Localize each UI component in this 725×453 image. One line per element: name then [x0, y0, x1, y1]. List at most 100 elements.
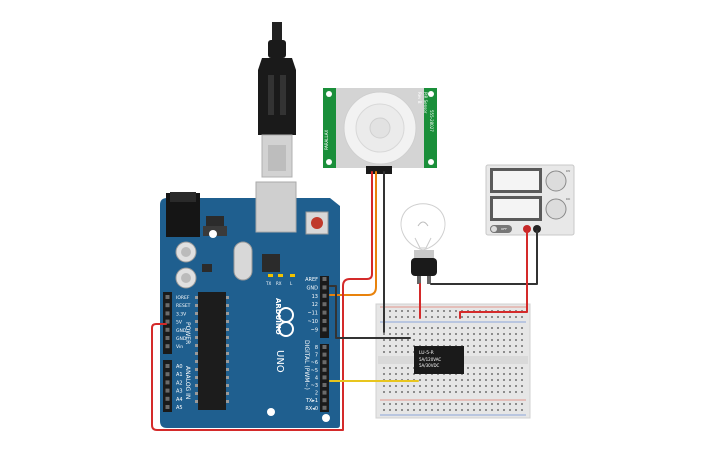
breadboard-hole[interactable]	[407, 409, 409, 411]
header-pin[interactable]	[165, 319, 170, 324]
breadboard-hole[interactable]	[473, 403, 475, 405]
breadboard-hole[interactable]	[455, 379, 457, 381]
breadboard-hole[interactable]	[467, 373, 469, 375]
breadboard-hole[interactable]	[509, 316, 511, 318]
header-pin[interactable]	[322, 327, 327, 332]
breadboard-hole[interactable]	[413, 339, 415, 341]
breadboard-hole[interactable]	[425, 403, 427, 405]
breadboard-hole[interactable]	[389, 310, 391, 312]
breadboard-hole[interactable]	[467, 403, 469, 405]
breadboard-hole[interactable]	[497, 409, 499, 411]
breadboard-hole[interactable]	[509, 373, 511, 375]
breadboard-hole[interactable]	[413, 391, 415, 393]
breadboard-hole[interactable]	[521, 333, 523, 335]
breadboard-hole[interactable]	[443, 316, 445, 318]
breadboard-hole[interactable]	[515, 409, 517, 411]
breadboard-hole[interactable]	[473, 385, 475, 387]
breadboard-hole[interactable]	[437, 403, 439, 405]
breadboard-hole[interactable]	[521, 385, 523, 387]
breadboard-hole[interactable]	[407, 351, 409, 353]
breadboard-hole[interactable]	[521, 327, 523, 329]
breadboard-hole[interactable]	[407, 310, 409, 312]
breadboard-hole[interactable]	[479, 333, 481, 335]
header-pin[interactable]	[322, 398, 327, 403]
breadboard-hole[interactable]	[455, 385, 457, 387]
breadboard-hole[interactable]	[521, 403, 523, 405]
breadboard-hole[interactable]	[443, 379, 445, 381]
relay[interactable]: LU-5-R 5A/120VAC 5A/30VDC	[414, 346, 464, 374]
breadboard-hole[interactable]	[437, 310, 439, 312]
breadboard-hole[interactable]	[473, 379, 475, 381]
breadboard-hole[interactable]	[515, 367, 517, 369]
breadboard-hole[interactable]	[485, 351, 487, 353]
breadboard-hole[interactable]	[407, 391, 409, 393]
breadboard-hole[interactable]	[401, 391, 403, 393]
breadboard-hole[interactable]	[389, 373, 391, 375]
breadboard-hole[interactable]	[437, 391, 439, 393]
breadboard-hole[interactable]	[485, 327, 487, 329]
breadboard-hole[interactable]	[425, 310, 427, 312]
breadboard-hole[interactable]	[515, 327, 517, 329]
breadboard-hole[interactable]	[479, 373, 481, 375]
breadboard-hole[interactable]	[449, 339, 451, 341]
breadboard-hole[interactable]	[437, 379, 439, 381]
breadboard-hole[interactable]	[491, 403, 493, 405]
breadboard-hole[interactable]	[419, 339, 421, 341]
breadboard-hole[interactable]	[383, 351, 385, 353]
breadboard-hole[interactable]	[467, 351, 469, 353]
breadboard-hole[interactable]	[437, 316, 439, 318]
breadboard-hole[interactable]	[395, 316, 397, 318]
breadboard-hole[interactable]	[419, 409, 421, 411]
breadboard-hole[interactable]	[443, 310, 445, 312]
breadboard-hole[interactable]	[389, 339, 391, 341]
breadboard-hole[interactable]	[431, 403, 433, 405]
breadboard-hole[interactable]	[503, 345, 505, 347]
breadboard-hole[interactable]	[509, 403, 511, 405]
breadboard-hole[interactable]	[491, 316, 493, 318]
breadboard-hole[interactable]	[509, 333, 511, 335]
breadboard-hole[interactable]	[395, 403, 397, 405]
breadboard-hole[interactable]	[431, 327, 433, 329]
breadboard-hole[interactable]	[389, 385, 391, 387]
breadboard-hole[interactable]	[395, 339, 397, 341]
breadboard-hole[interactable]	[491, 385, 493, 387]
breadboard-hole[interactable]	[419, 379, 421, 381]
breadboard-hole[interactable]	[509, 391, 511, 393]
breadboard-hole[interactable]	[503, 339, 505, 341]
breadboard-hole[interactable]	[461, 409, 463, 411]
breadboard-hole[interactable]	[467, 333, 469, 335]
breadboard-hole[interactable]	[503, 385, 505, 387]
wire-black-supply[interactable]	[430, 230, 538, 285]
breadboard-hole[interactable]	[431, 339, 433, 341]
breadboard-hole[interactable]	[479, 409, 481, 411]
breadboard-hole[interactable]	[515, 333, 517, 335]
breadboard-hole[interactable]	[425, 391, 427, 393]
header-pin[interactable]	[322, 383, 327, 387]
breadboard-hole[interactable]	[521, 316, 523, 318]
breadboard-hole[interactable]	[401, 316, 403, 318]
header-pin[interactable]	[165, 344, 170, 349]
header-pin[interactable]	[322, 360, 327, 365]
breadboard-hole[interactable]	[491, 345, 493, 347]
breadboard-hole[interactable]	[401, 409, 403, 411]
breadboard-hole[interactable]	[485, 339, 487, 341]
breadboard-hole[interactable]	[425, 316, 427, 318]
breadboard-hole[interactable]	[467, 385, 469, 387]
breadboard-hole[interactable]	[431, 379, 433, 381]
breadboard-hole[interactable]	[389, 327, 391, 329]
breadboard-hole[interactable]	[395, 391, 397, 393]
breadboard-hole[interactable]	[479, 327, 481, 329]
header-pin[interactable]	[165, 405, 170, 409]
breadboard-hole[interactable]	[401, 385, 403, 387]
voltage-knob[interactable]	[545, 170, 567, 192]
breadboard-hole[interactable]	[455, 327, 457, 329]
breadboard-hole[interactable]	[479, 367, 481, 369]
breadboard-hole[interactable]	[521, 367, 523, 369]
breadboard-hole[interactable]	[389, 333, 391, 335]
breadboard-hole[interactable]	[521, 339, 523, 341]
breadboard-hole[interactable]	[407, 327, 409, 329]
breadboard-hole[interactable]	[383, 409, 385, 411]
breadboard-hole[interactable]	[389, 409, 391, 411]
breadboard-hole[interactable]	[389, 367, 391, 369]
breadboard-hole[interactable]	[479, 316, 481, 318]
